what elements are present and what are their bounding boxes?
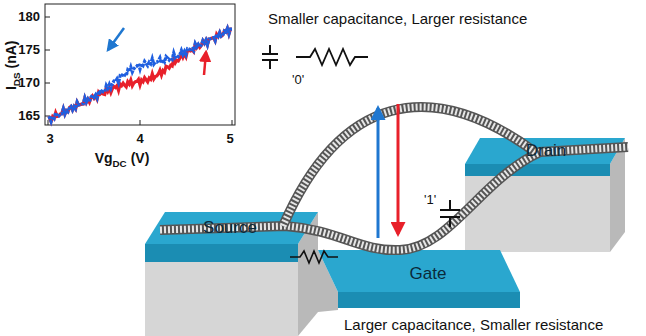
axis-label: Vg [95,150,113,166]
axis-label: DC [113,158,127,169]
electrode-label: Drain [526,141,567,161]
sweep-down-series [48,28,232,121]
sweep-up-series [48,28,232,121]
resistor-symbol [290,251,338,263]
source-front [145,262,298,336]
tick-label: 170 [18,76,40,90]
sweep-arrow [108,28,124,50]
axis-label: (V) [131,150,150,166]
drain-electrode: Drain [481,139,611,163]
gate-front [338,292,520,308]
resistor-symbol [296,49,368,65]
data-series [48,28,232,121]
chart-ticks [45,17,232,125]
switch-arrow [397,104,400,234]
axis-label: I [4,86,20,90]
axis-label: (nA) [4,40,20,68]
gate-electrode: Gate [348,257,508,291]
nanotube [160,107,628,250]
tick-label: 3 [46,132,53,146]
tick-label: 175 [18,43,40,57]
electrode-label: Gate [410,264,447,284]
switch-arrow [377,108,380,238]
drain-band [465,164,610,176]
tick-label: 165 [18,109,40,123]
capacitor-symbol [262,45,278,69]
gate-top [318,250,520,292]
state-note: Larger capacitance, Smaller resistance [344,317,603,334]
sweep-arrow [204,52,206,75]
state-note: Smaller capacitance, Larger resistance [268,11,527,28]
tick-label: 4 [136,132,143,146]
source-electrode: Source [155,213,305,243]
source-band [145,244,298,262]
tick-label: 180 [18,10,40,24]
capacitor-symbol [440,200,460,227]
electrode-label: Source [203,218,257,238]
chart-frame [45,4,235,125]
state-label: '0' [292,73,304,87]
state-label: '1' [424,193,436,207]
x-axis-title: VgDC (V) [95,151,150,170]
tick-label: 5 [226,132,233,146]
